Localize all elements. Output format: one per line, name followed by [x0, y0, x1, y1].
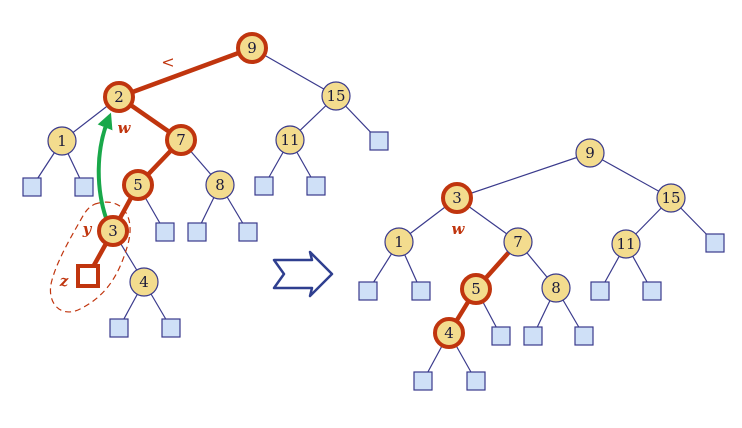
svg-text:3: 3 [108, 222, 118, 240]
less-than-label: < [161, 53, 174, 72]
tree-node: 5 [122, 169, 154, 201]
tree-node: 3 [97, 215, 129, 247]
leaf-z [76, 264, 100, 288]
external-leaf [187, 222, 207, 242]
external-leaf [109, 318, 129, 338]
move-arrow [96, 112, 113, 219]
edge [589, 152, 672, 199]
svg-text:4: 4 [444, 324, 454, 342]
svg-text:5: 5 [133, 176, 143, 194]
external-leaf [238, 222, 258, 242]
tree-node: 1 [384, 227, 414, 257]
highlighted-edge [116, 45, 255, 100]
svg-text:8: 8 [551, 279, 561, 297]
w-label: w [118, 119, 132, 137]
z-label: z [59, 272, 69, 290]
external-leaf [523, 326, 543, 346]
tree-node: 9 [575, 138, 605, 168]
external-leaf [413, 371, 433, 391]
tree-node: 9 [236, 32, 268, 64]
external-leaf [705, 233, 725, 253]
svg-text:15: 15 [326, 87, 345, 105]
external-leaf [642, 281, 662, 301]
removed-nodes-outline [49, 201, 131, 313]
external-leaf [161, 318, 181, 338]
svg-text:5: 5 [471, 280, 481, 298]
svg-text:11: 11 [616, 235, 635, 253]
external-leaf [590, 281, 610, 301]
external-leaf [574, 326, 594, 346]
external-leaf [155, 222, 175, 242]
tree-node: 8 [205, 170, 235, 200]
tree-node: 15 [321, 81, 351, 111]
w-label: w [452, 220, 466, 238]
svg-text:8: 8 [215, 176, 225, 194]
tree-node: 5 [460, 273, 492, 305]
external-leaf [74, 177, 94, 197]
tree-node: 2 [103, 81, 135, 113]
tree-node: 11 [275, 125, 305, 155]
svg-text:1: 1 [394, 233, 404, 251]
tree-node: 4 [129, 267, 159, 297]
tree-node: 7 [503, 227, 533, 257]
transform-arrow-icon [272, 250, 334, 298]
svg-text:9: 9 [585, 144, 595, 162]
external-leaf [369, 131, 389, 151]
tree-node: 4 [433, 317, 465, 349]
svg-text:11: 11 [280, 131, 299, 149]
svg-text:7: 7 [513, 233, 523, 251]
external-leaf [254, 176, 274, 196]
svg-text:2: 2 [114, 88, 124, 106]
tree-node: 3 [441, 182, 473, 214]
external-leaf [491, 326, 511, 346]
svg-text:7: 7 [176, 131, 186, 149]
tree-node: 7 [165, 124, 197, 156]
tree-node: 1 [47, 126, 77, 156]
right-tree: 9 3 15 1 7 11 5 8 [358, 138, 725, 391]
external-leaf [466, 371, 486, 391]
left-tree: 9 2 15 1 7 11 5 8 [22, 32, 389, 338]
tree-node: 8 [541, 273, 571, 303]
tree-node: 11 [611, 229, 641, 259]
svg-text:15: 15 [661, 189, 680, 207]
tree-node: 15 [656, 183, 686, 213]
svg-text:4: 4 [139, 273, 149, 291]
external-leaf [22, 177, 42, 197]
external-leaf [358, 281, 378, 301]
svg-text:1: 1 [57, 132, 67, 150]
svg-text:3: 3 [452, 189, 462, 207]
edge [251, 47, 337, 97]
svg-text:9: 9 [247, 39, 257, 57]
y-label: y [82, 220, 93, 238]
edge [456, 152, 591, 199]
external-leaf [306, 176, 326, 196]
external-leaf [411, 281, 431, 301]
